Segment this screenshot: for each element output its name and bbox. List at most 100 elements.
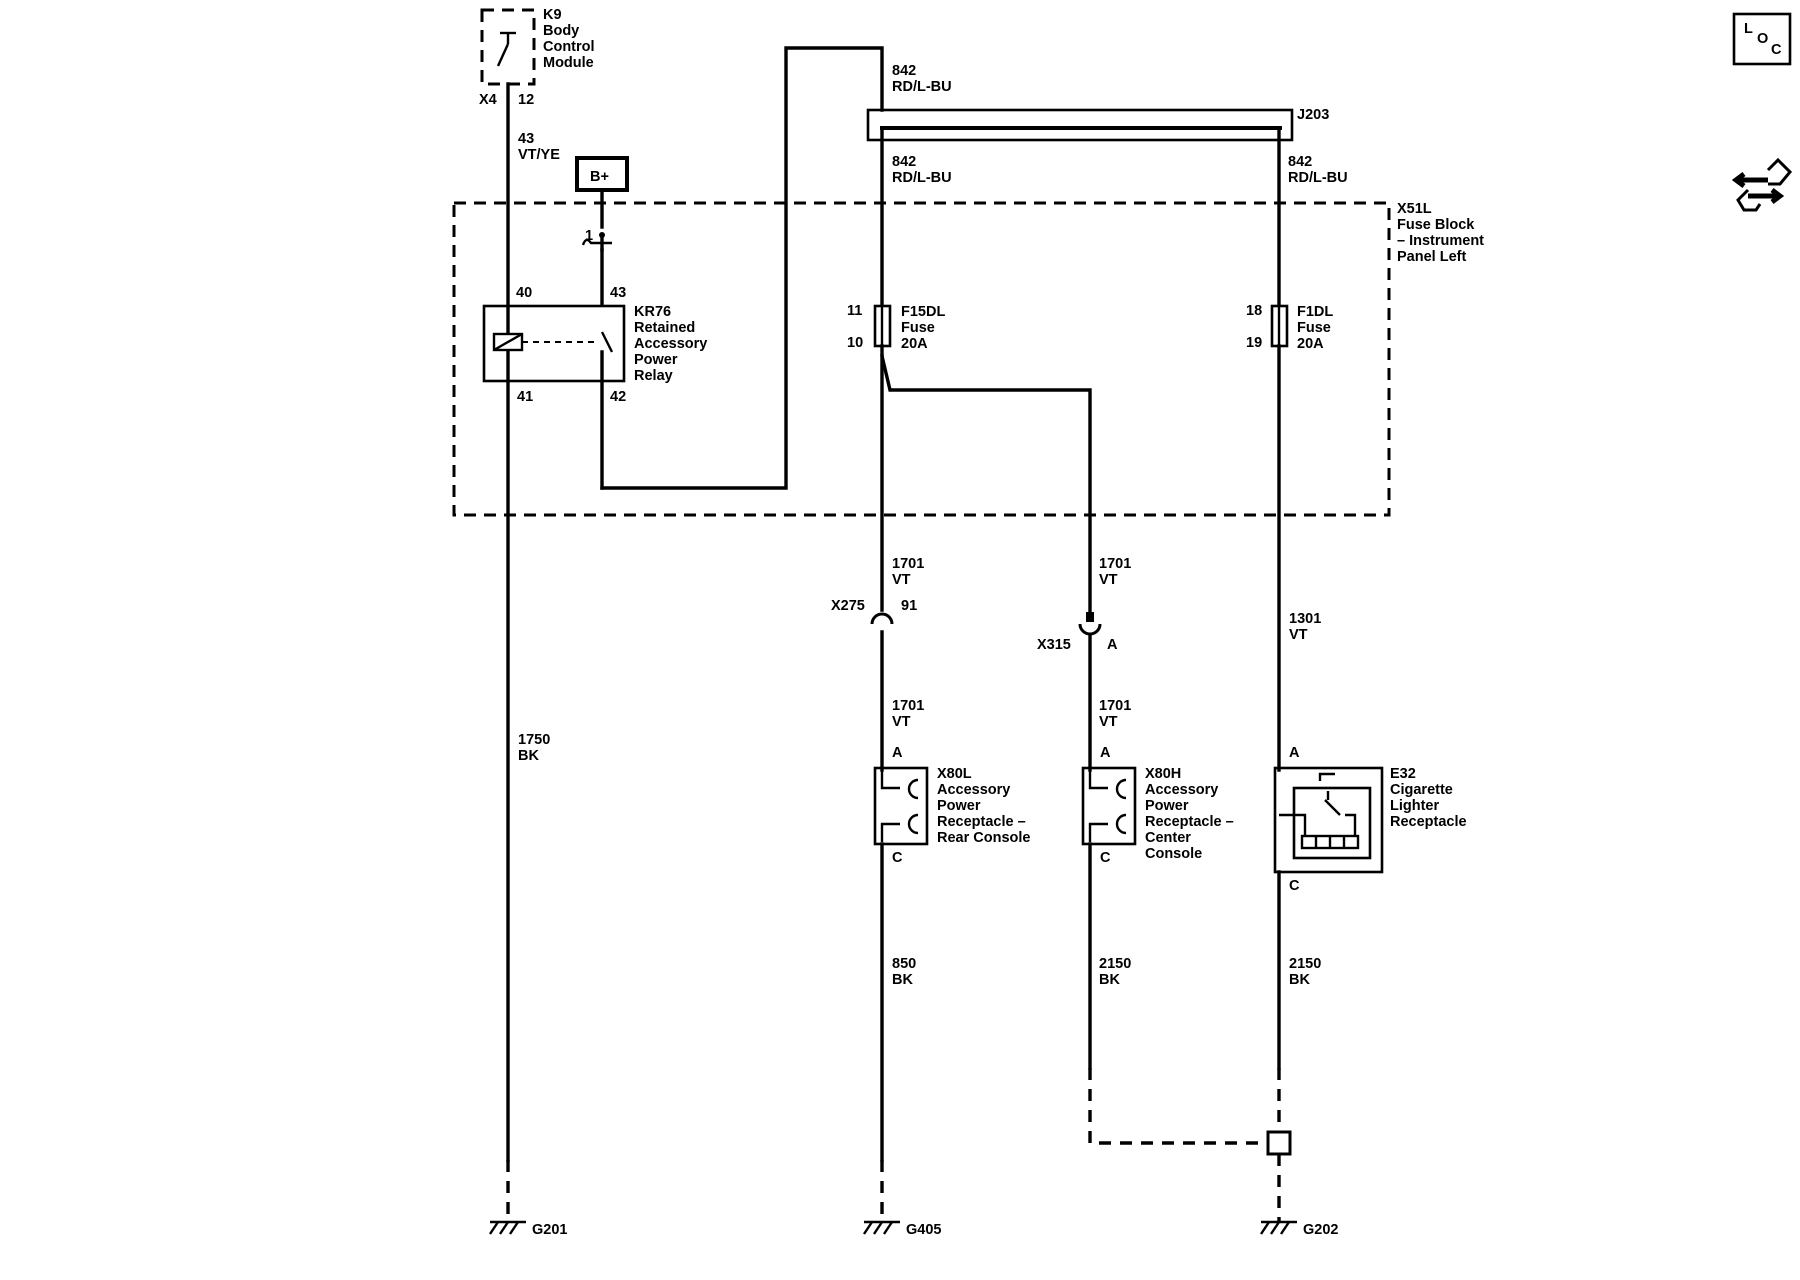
fuse-f1dl-pin-out: 19 xyxy=(1246,335,1262,351)
k9-body-control-module: K9 Body Control Module X4 12 xyxy=(479,7,595,108)
relay-outline xyxy=(482,304,626,383)
fuse-f15dl-name: Fuse xyxy=(901,320,935,336)
splice-outline xyxy=(866,108,1294,142)
ground-g202: G202 xyxy=(1260,1220,1338,1238)
x275-pin: 91 xyxy=(901,598,917,614)
location-icon-letter-c: C xyxy=(1771,42,1782,58)
ground-g201: G201 xyxy=(489,1220,567,1238)
wire-x80h-ground-dashed xyxy=(1088,1068,1268,1145)
relay-name-line-3: Power xyxy=(634,352,678,368)
relay-pin42-label: 42 xyxy=(610,389,626,405)
x80l-pin-a: A xyxy=(892,745,903,761)
e32-name-line-2: Lighter xyxy=(1390,798,1439,814)
wire-relay-ground-color: BK xyxy=(518,748,539,764)
e32-pin-c: C xyxy=(1289,878,1300,894)
location-icon[interactable]: L O C xyxy=(1732,12,1792,66)
k9-pin-label: 12 xyxy=(518,92,534,108)
wire-842-color-right: RD/L-BU xyxy=(1288,170,1348,186)
x80h-name-line-4: Center xyxy=(1145,830,1191,846)
x80h-name-line-2: Power xyxy=(1145,798,1189,814)
fuse-f15dl: 11 10 F15DL Fuse 20A xyxy=(847,303,945,352)
x315-pin: A xyxy=(1107,637,1118,653)
ground-g405: G405 xyxy=(863,1220,941,1238)
x315-id: X315 xyxy=(1037,637,1071,653)
x80h-pin-c: C xyxy=(1100,850,1111,866)
wire-relay-ground-circuit: 1750 xyxy=(518,732,550,748)
fuse-f1dl-id: F1DL xyxy=(1297,304,1333,320)
x80l-receptacle: A C X80L Accessory Power Receptacle – Re… xyxy=(873,745,1030,866)
wire-center-feed-circuit: 1701 xyxy=(1099,556,1131,572)
x80l-name-line-2: Power xyxy=(937,798,981,814)
fuse-f15dl-id: F15DL xyxy=(901,304,945,320)
wire-center-after-color: VT xyxy=(1099,714,1118,730)
wire-lighter-feed-circuit: 1301 xyxy=(1289,611,1321,627)
k9-switch-contact xyxy=(496,43,510,67)
location-icon-letter-o: O xyxy=(1757,31,1768,47)
fuse-f15dl-pin-in: 11 xyxy=(847,303,862,319)
fuse-block-outline xyxy=(452,201,1391,517)
ground-g201-icon xyxy=(489,1220,526,1235)
relay-name-line-2: Accessory xyxy=(634,336,707,352)
wire-center-after-circuit: 1701 xyxy=(1099,698,1131,714)
x80h-name-line-3: Receptacle – xyxy=(1145,814,1234,830)
wire-rear-ground-color: BK xyxy=(892,972,913,988)
fuse-f1dl-rating: 20A xyxy=(1297,336,1324,352)
relay-pin41-label: 41 xyxy=(517,389,533,405)
x80h-pin-a: A xyxy=(1100,745,1111,761)
relay-pin1-label: 1 xyxy=(585,228,593,244)
j203-splice-pack: J203 xyxy=(866,107,1329,142)
wire-relay-output xyxy=(600,46,884,490)
fuse-f15dl-pin-out: 10 xyxy=(847,335,863,351)
bplus-label: B+ xyxy=(590,169,609,185)
ground-splice-icon xyxy=(1266,1130,1292,1156)
wire-f15-to-center xyxy=(880,344,1092,614)
x80h-id: X80H xyxy=(1145,766,1181,782)
fuse-block-name-line-2: – Instrument xyxy=(1397,233,1484,249)
x315-connector-icon xyxy=(1078,623,1102,636)
relay-pin43-label: 43 xyxy=(610,285,626,301)
kr76-relay: 40 43 41 42 KR76 Retained Accessory Powe… xyxy=(482,285,707,490)
wire-842-circuit-left: 842 xyxy=(892,154,916,170)
x80l-name-line-4: Rear Console xyxy=(937,830,1030,846)
fuse-f1dl-pin-in: 18 xyxy=(1246,303,1262,319)
wire-842-color-top: RD/L-BU xyxy=(892,79,952,95)
wire-k9-circuit: 43 xyxy=(518,131,534,147)
relay-name-line-1: Retained xyxy=(634,320,695,336)
e32-id: E32 xyxy=(1390,766,1416,782)
wire-lighter-ground-circuit: 2150 xyxy=(1289,956,1321,972)
wire-k9-color: VT/YE xyxy=(518,147,560,163)
x80h-outline xyxy=(1081,766,1137,846)
relay-pin40-label: 40 xyxy=(516,285,532,301)
ground-g202-icon xyxy=(1260,1220,1297,1235)
wire-rear-after-circuit: 1701 xyxy=(892,698,924,714)
x80l-name-line-1: Accessory xyxy=(937,782,1010,798)
k9-connector-label: X4 xyxy=(479,92,497,108)
wire-842-circuit-top: 842 xyxy=(892,63,916,79)
e32-pin-a: A xyxy=(1289,745,1300,761)
x80l-id: X80L xyxy=(937,766,972,782)
k9-name-line-3: Module xyxy=(543,55,594,71)
wire-rear-feed-circuit: 1701 xyxy=(892,556,924,572)
relay-pin43-connector-icon xyxy=(581,238,612,246)
ground-g405-icon xyxy=(863,1220,900,1235)
fuse-f1dl-name: Fuse xyxy=(1297,320,1331,336)
k9-id: K9 xyxy=(543,7,562,23)
splice-id: J203 xyxy=(1297,107,1329,123)
e32-name-line-1: Cigarette xyxy=(1390,782,1453,798)
connector-icon[interactable] xyxy=(1731,157,1793,212)
e32-name-line-3: Receptacle xyxy=(1390,814,1467,830)
k9-name-line-2: Control xyxy=(543,39,595,55)
ground-g202-label: G202 xyxy=(1303,1222,1338,1238)
battery-positive-terminal: B+ xyxy=(575,156,629,192)
wire-center-feed-color: VT xyxy=(1099,572,1118,588)
wire-rear-after-color: VT xyxy=(892,714,911,730)
fuse-block-name-line-3: Panel Left xyxy=(1397,249,1466,265)
ground-g201-label: G201 xyxy=(532,1222,567,1238)
relay-switch-contact xyxy=(600,331,614,353)
wire-lighter-ground-color: BK xyxy=(1289,972,1310,988)
wire-lighter-feed-color: VT xyxy=(1289,627,1308,643)
x275-inline-connector: X275 91 xyxy=(831,598,917,625)
fuse-block-id: X51L xyxy=(1397,201,1432,217)
x275-id: X275 xyxy=(831,598,865,614)
